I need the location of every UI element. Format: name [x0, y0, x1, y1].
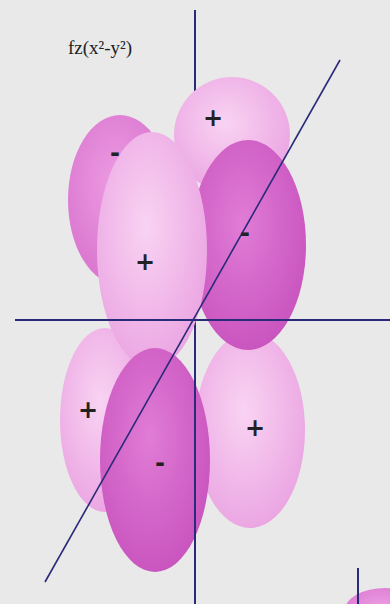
phase-sign: + — [203, 106, 223, 130]
orbital-title: fz(x²-y²) — [68, 37, 132, 59]
lobe — [100, 348, 210, 572]
x-axis — [15, 319, 390, 321]
lobe-fragment — [345, 588, 390, 604]
phase-sign: - — [155, 451, 165, 475]
phase-sign: + — [135, 250, 155, 274]
phase-sign: + — [245, 416, 265, 440]
y-axis — [45, 60, 340, 582]
phase-sign: - — [240, 221, 250, 245]
lobe — [190, 140, 306, 350]
lobe — [97, 132, 207, 368]
phase-sign: - — [110, 141, 120, 165]
phase-sign: + — [78, 398, 98, 422]
lobe — [195, 332, 305, 528]
z-axis — [194, 330, 196, 604]
axis-fragment — [357, 568, 359, 604]
